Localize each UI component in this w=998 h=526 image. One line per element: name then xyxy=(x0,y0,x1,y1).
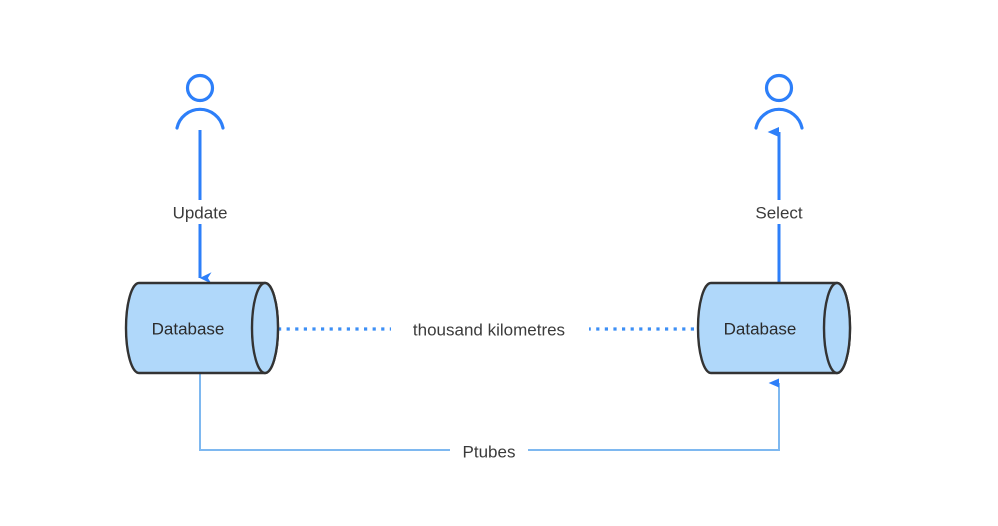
actor-body-icon xyxy=(175,107,225,130)
database-right[interactable]: Database xyxy=(696,281,852,375)
ptubes-label-bg xyxy=(450,440,528,462)
select-label-bg xyxy=(744,200,814,224)
ptubes-edge[interactable]: Ptubes xyxy=(199,373,780,462)
actor-body-icon xyxy=(754,107,804,130)
database-left-label: Database xyxy=(152,319,225,338)
actor-head-icon xyxy=(764,73,794,103)
distance-edge[interactable]: thousand kilometres xyxy=(278,317,698,341)
ptubes-edge-label: Ptubes xyxy=(463,442,516,461)
database-right-label: Database xyxy=(724,319,797,338)
database-left[interactable]: Database xyxy=(124,281,280,375)
database-left-cap xyxy=(250,281,280,375)
select-actor[interactable] xyxy=(754,73,804,130)
distance-label-bg xyxy=(391,317,589,341)
actor-head-icon xyxy=(185,73,215,103)
select-edge-label: Select xyxy=(755,203,803,222)
select-edge[interactable]: Select xyxy=(744,127,814,283)
update-label-bg xyxy=(162,200,238,224)
update-actor[interactable] xyxy=(175,73,225,130)
database-right-cap xyxy=(822,281,852,375)
update-edge-label: Update xyxy=(173,203,228,222)
update-edge[interactable]: Update xyxy=(162,130,238,284)
distance-edge-label: thousand kilometres xyxy=(413,320,565,339)
ptubes-edge-line xyxy=(199,373,780,451)
